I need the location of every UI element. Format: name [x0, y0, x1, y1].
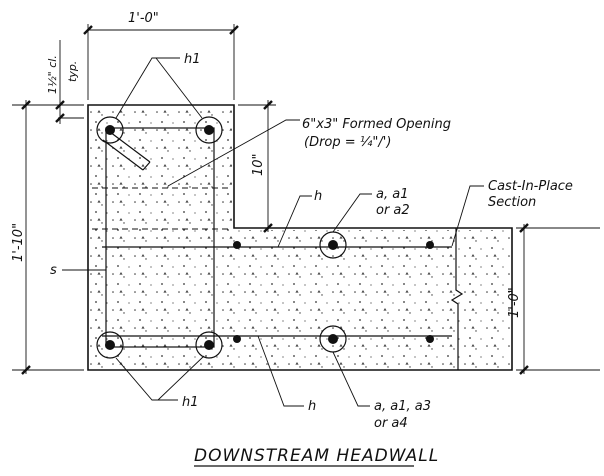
corner-bar-top-right — [195, 116, 223, 144]
bar-bottom-1 — [233, 335, 241, 343]
label-s: s — [50, 263, 57, 278]
label-cip-1: Cast-In-Place — [488, 179, 573, 194]
leader-h1-top: h1 — [115, 52, 203, 119]
dim-top-width: 1'-0" — [83, 11, 239, 100]
leader-bars-top: a, a1 or a2 — [332, 187, 410, 233]
corner-bar-bottom-left — [96, 331, 124, 359]
label-opening-1: 6"x3" Formed Opening — [302, 117, 451, 132]
label-bars-top-1: a, a1 — [376, 187, 408, 202]
bar-top-1 — [233, 241, 241, 249]
stirrup-h1 — [105, 127, 215, 348]
formed-opening-detail — [102, 131, 151, 171]
dim-top-width-label: 1'-0" — [128, 11, 159, 26]
label-h1-top: h1 — [184, 52, 201, 67]
label-h-bottom: h — [308, 399, 316, 414]
leader-formed-opening: 6"x3" Formed Opening (Drop = ¼"/') — [167, 117, 451, 187]
label-bars-top-2: or a2 — [376, 203, 410, 218]
dim-cover: 1½" cl. typ. — [46, 40, 84, 124]
concrete-aggregate-hatch — [90, 107, 510, 368]
corner-bar-bottom-right — [195, 331, 223, 359]
leader-h-bottom: h — [257, 335, 316, 414]
leader-h-top: h — [277, 189, 322, 248]
drawing-title: DOWNSTREAM HEADWALL — [194, 446, 439, 466]
leader-bars-bottom: a, a1, a3 or a4 — [332, 351, 431, 431]
label-opening-2: (Drop = ¼"/') — [304, 135, 391, 150]
label-h-top: h — [314, 189, 322, 204]
dim-cover-label: 1½" cl. — [46, 55, 59, 94]
dim-left-height: 1'-10" — [11, 100, 84, 375]
leader-s: s — [50, 263, 106, 278]
dim-right-height-label: 1'-0" — [507, 287, 522, 318]
dim-left-height-label: 1'-10" — [11, 223, 26, 262]
label-bars-bottom-1: a, a1, a3 — [374, 399, 431, 414]
dim-drop-label: 10" — [251, 153, 266, 176]
corner-bar-top-left — [96, 116, 124, 144]
label-h1-bottom: h1 — [182, 395, 199, 410]
leader-h1-bottom: h1 — [115, 355, 205, 410]
dim-right-height: 1'-0" — [507, 223, 600, 375]
label-cip-2: Section — [488, 195, 536, 210]
break-line — [450, 228, 464, 370]
dim-drop: 10" — [238, 100, 276, 233]
label-bars-bottom-2: or a4 — [374, 416, 408, 431]
dim-cover-typ: typ. — [66, 61, 79, 82]
bar-top-3 — [426, 241, 434, 249]
leader-cast-in-place: Cast-In-Place Section — [451, 179, 573, 247]
bar-bottom-3 — [426, 335, 434, 343]
